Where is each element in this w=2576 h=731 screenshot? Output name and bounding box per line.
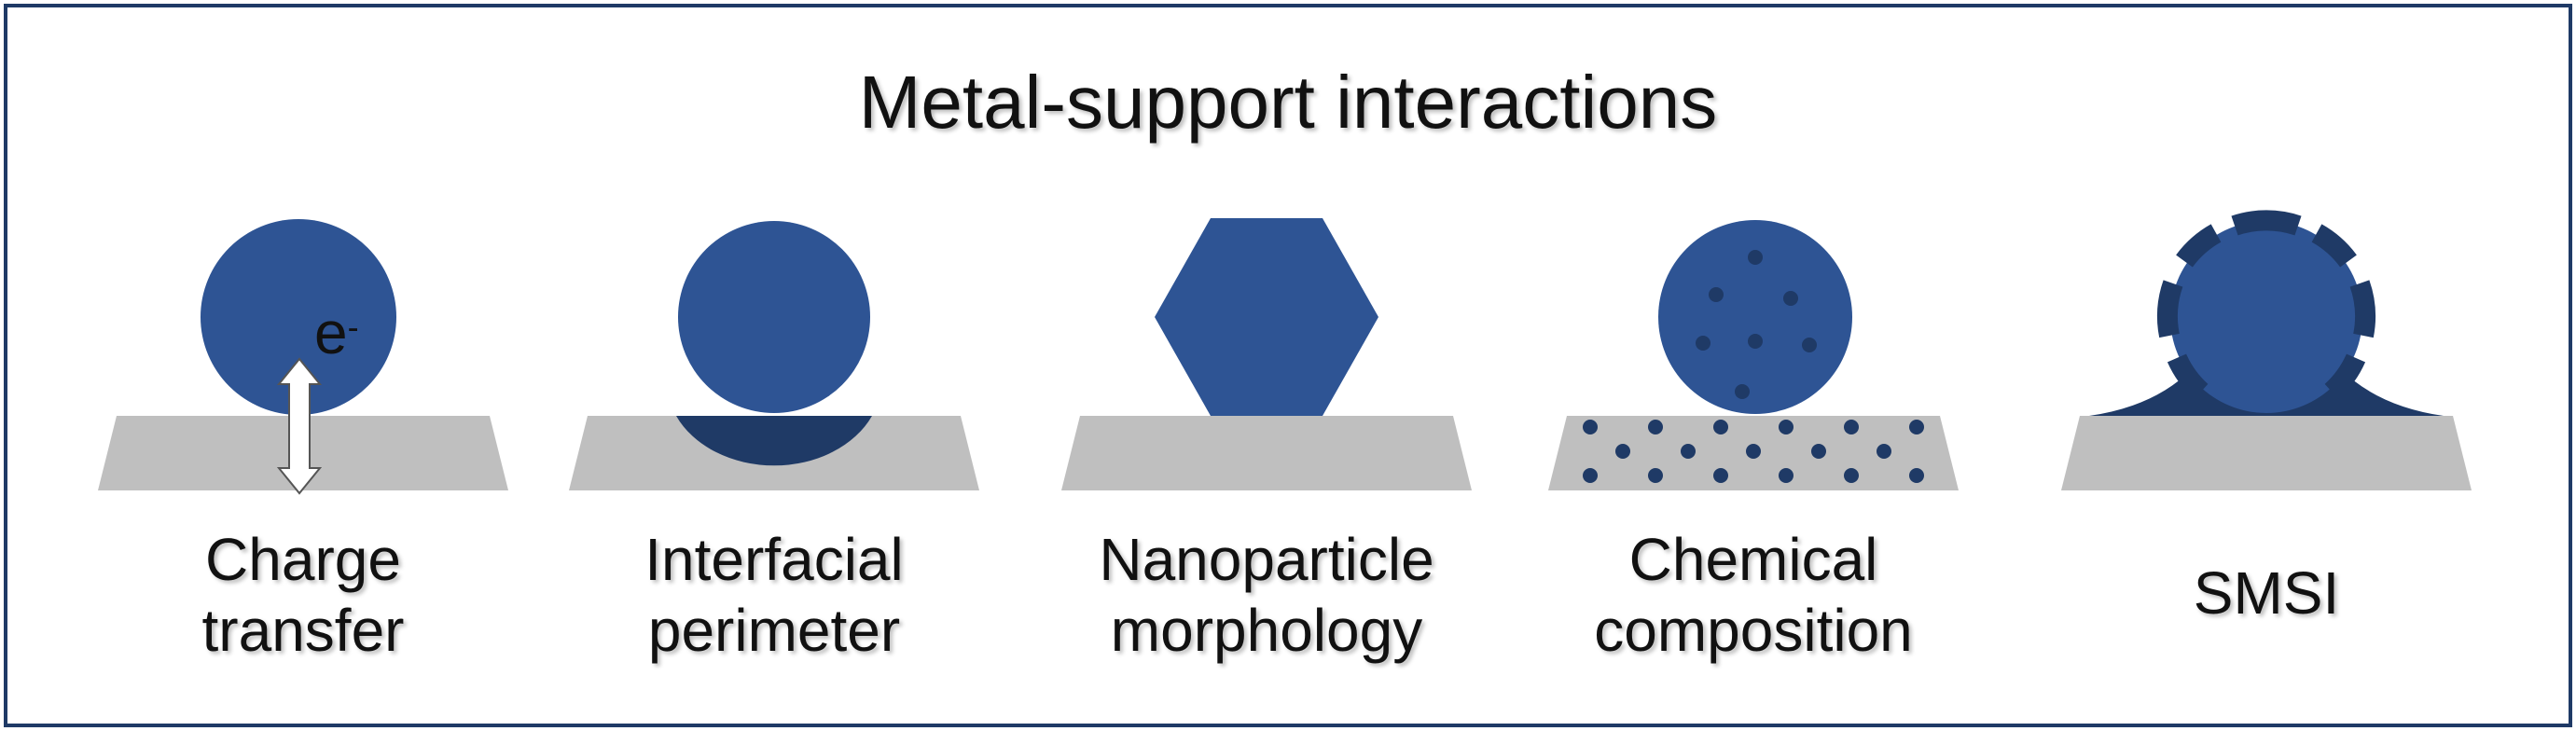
- panel-charge-transfer: e- Charge transfer: [89, 186, 518, 664]
- interfacial-perimeter-graphic: [569, 221, 979, 490]
- panel-smsi: SMSI: [2052, 186, 2481, 662]
- metal-nanoparticle: [678, 221, 870, 413]
- nanoparticle-morphology-graphic: [1061, 218, 1472, 490]
- embedded-interface: [676, 416, 872, 466]
- double-arrow-icon: [276, 357, 323, 495]
- support-slab: [1061, 416, 1472, 490]
- panel-label: Charge transfer: [201, 526, 405, 664]
- panel-chemical-composition: Chemical composition: [1539, 186, 1968, 664]
- support-slab: [2061, 416, 2472, 490]
- encapsulation-layer: [2157, 210, 2375, 400]
- hexagonal-nanoparticle: [1155, 218, 1378, 416]
- charge-transfer-graphic: [98, 219, 508, 495]
- metal-nanoparticle: [1658, 220, 1852, 414]
- metal-nanoparticle: [201, 219, 396, 415]
- electron-label: e-: [314, 299, 359, 366]
- chemical-composition-graphic: [1548, 220, 1959, 490]
- metal-nanoparticle: [2170, 221, 2362, 413]
- panel-nanoparticle-morphology: Nanoparticle morphology: [1052, 186, 1481, 664]
- dopant-dots: [1583, 250, 1924, 483]
- panel-label: Nanoparticle morphology: [1099, 526, 1434, 664]
- panel-label: SMSI: [2193, 559, 2340, 627]
- panel-label: Chemical composition: [1594, 526, 1913, 664]
- panel-label: Interfacial perimeter: [644, 526, 904, 664]
- diagram-title: Metal-support interactions: [858, 61, 1718, 144]
- panel-interfacial-perimeter: Interfacial perimeter: [560, 186, 989, 664]
- smsi-graphic: [2061, 210, 2472, 490]
